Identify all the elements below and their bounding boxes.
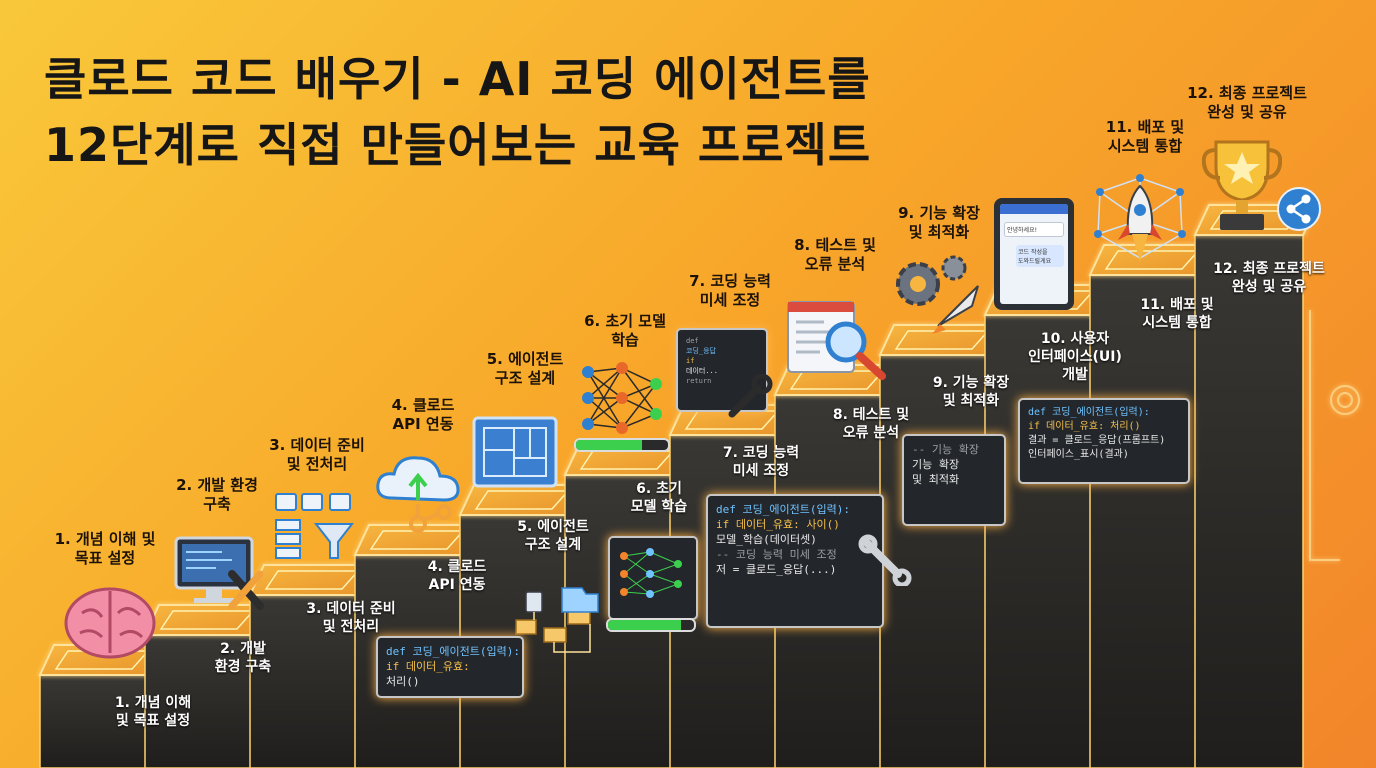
code-line: if 데이터_유효: 사이() [716, 518, 840, 531]
rocket-network-icon [1094, 174, 1186, 262]
code-panel-step10: def 코딩_에이전트(입력): if 데이터_유효: 처리() 결과 = 클로… [1018, 398, 1190, 484]
code-line: def 코딩_에이전트(입력): [716, 503, 850, 516]
step-1-riser-label: 1. 개념 이해 및 목표 설정 [114, 695, 192, 729]
code-line: def 코딩_에이전트(입력): [1028, 407, 1150, 418]
step-12 [1193, 204, 1319, 768]
chat-bubble-user: 코드 작성을 도와드릴게요 [1016, 245, 1064, 267]
code-panel-step9: -- 기능 확장 기능 확장 및 최적화 [902, 434, 1006, 526]
step-2-riser-label: 2. 개발 환경 구축 [214, 641, 272, 675]
step-7-title: 7. 코딩 능력 미세 조정 [689, 272, 771, 309]
step-riser [1089, 274, 1199, 768]
step-9-riser-label: 9. 기능 확장 및 최적화 [932, 375, 1010, 409]
step-5-riser-label: 5. 에이전트 구조 설계 [517, 519, 589, 553]
step-riser [879, 354, 989, 768]
step-riser [984, 314, 1094, 768]
tablet-chat-icon: 안녕하세요! 코드 작성을 도와드릴게요 [994, 198, 1074, 310]
step-11-title: 11. 배포 및 시스템 통합 [1105, 118, 1185, 155]
code-line: def 코딩_에이전트(입력): [386, 645, 520, 658]
data-pipeline-icon [275, 493, 355, 559]
step-12-riser-label: 12. 최종 프로젝트 완성 및 공유 [1213, 261, 1325, 295]
step-8-riser-label: 8. 테스트 및 오류 분석 [832, 407, 910, 441]
step-3-title: 3. 데이터 준비 및 전처리 [269, 436, 365, 473]
step-9-title: 9. 기능 확장 및 최적화 [898, 204, 980, 241]
title-line-1: 클로드 코드 배우기 - AI 코딩 에이전트를 [44, 52, 871, 106]
code-panel-step7: def 코딩_에이전트(입력): if 데이터_유효: 사이() 모델_학습(데… [706, 494, 884, 628]
code-line: 저 = 클로드_응답(...) [716, 563, 837, 576]
code-line: 인터페이스_표시(결과) [1028, 449, 1129, 460]
tools-panel-folders [510, 582, 602, 656]
cloud-api-icon [376, 456, 460, 533]
step-6-riser-label: 6. 초기 모델 학습 [630, 481, 688, 515]
code-line: -- 기능 확장 [912, 443, 979, 456]
step-5-title: 5. 에이전트 구조 설계 [486, 350, 564, 387]
step-4-title: 4. 클로드 API 연동 [391, 396, 455, 433]
brain-icon [64, 587, 156, 659]
title-line-2: 12단계로 직접 만들어보는 교육 프로젝트 [44, 118, 872, 172]
step-1-title: 1. 개념 이해 및 목표 설정 [54, 530, 156, 567]
step-riser [144, 634, 254, 768]
step-12-title: 12. 최종 프로젝트 완성 및 공유 [1187, 84, 1307, 121]
step-6-title: 6. 초기 모델 학습 [584, 312, 666, 349]
step-3-riser-label: 3. 데이터 준비 및 전처리 [306, 601, 396, 635]
gear-rocket-icon [896, 255, 979, 334]
magnifier-report-icon [787, 301, 886, 380]
blueprint-icon [472, 416, 558, 488]
share-icon [1277, 187, 1321, 231]
neural-network-icon [582, 362, 662, 434]
wrench-riser-icon [858, 534, 912, 586]
step-2 [143, 604, 269, 768]
step-top [248, 564, 374, 596]
computer-tools-icon [174, 536, 264, 610]
step-4-riser-label: 4. 클로드 API 연동 [427, 559, 487, 593]
page-title: 클로드 코드 배우기 - AI 코딩 에이전트를 12단계로 직접 만들어보는 … [44, 46, 871, 178]
step-11-riser-label: 11. 배포 및 시스템 통합 [1140, 297, 1214, 331]
step-riser [249, 594, 359, 768]
code-line: if 데이터_유효: [386, 660, 470, 673]
code-line: 처리() [386, 675, 420, 688]
step-8-title: 8. 테스트 및 오류 분석 [794, 236, 876, 273]
step-11 [1088, 244, 1214, 768]
step-7-riser-label: 7. 코딩 능력 미세 조정 [722, 445, 800, 479]
code-line: 기능 확장 [912, 458, 960, 471]
riser-progress-bar [606, 618, 696, 632]
training-progress-bar [574, 438, 670, 452]
model-panel [608, 536, 698, 620]
chat-bubble-assistant: 안녕하세요! [1004, 222, 1064, 237]
step-2-title: 2. 개발 환경 구축 [176, 476, 258, 513]
code-panel-step4: def 코딩_에이전트(입력): if 데이터_유효: 처리() [376, 636, 524, 698]
wrench-icon [728, 374, 773, 418]
code-line: if 데이터_유효: 처리() [1028, 421, 1141, 432]
step-10-riser-label: 10. 사용자 인터페이스(UI) 개발 [1028, 331, 1122, 383]
step-9 [878, 324, 1004, 768]
code-line: -- 코딩 능력 미세 조정 [716, 548, 837, 561]
trophy-icon [1202, 140, 1282, 230]
code-line: 결과 = 클로드_응답(프롬프트) [1028, 435, 1166, 446]
code-line: 모델_학습(데이터셋) [716, 533, 817, 546]
code-line: 및 최적화 [912, 473, 960, 486]
step-riser [1194, 234, 1304, 768]
